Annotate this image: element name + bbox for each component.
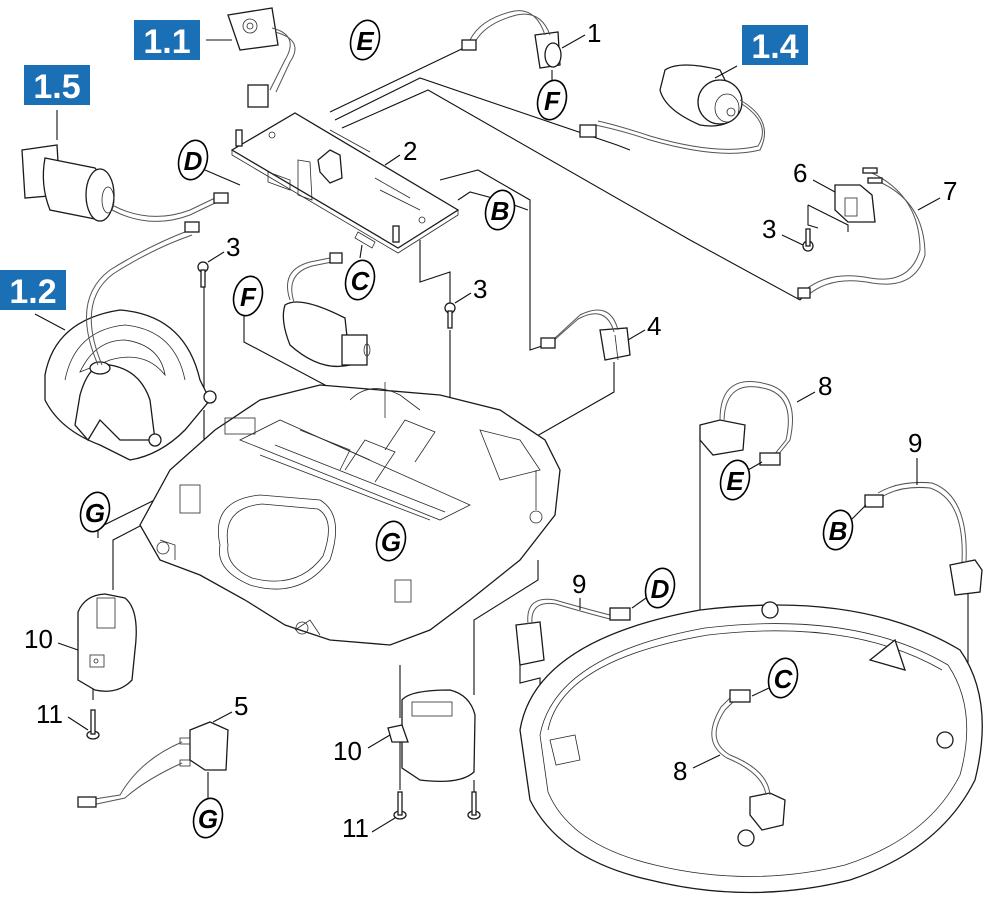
svg-text:F: F (240, 282, 257, 312)
label-8a: 8 (796, 371, 832, 403)
connector-c-top: C (344, 244, 376, 301)
label-2: 2 (384, 136, 417, 166)
svg-text:3: 3 (473, 274, 487, 304)
connector-f-center: F (232, 275, 264, 317)
svg-text:1.5: 1.5 (33, 68, 80, 106)
svg-text:11: 11 (342, 813, 369, 843)
connector-g-center: G (375, 520, 407, 562)
svg-text:10: 10 (333, 736, 362, 766)
svg-text:10: 10 (24, 624, 53, 654)
connector-b-top: B (484, 189, 516, 231)
sensor-4 (540, 309, 631, 361)
label-3c: 3 (762, 214, 804, 246)
drive-motor (579, 64, 765, 154)
svg-text:F: F (544, 86, 561, 116)
svg-text:9: 9 (908, 428, 922, 458)
fan-housing (44, 221, 217, 461)
motor-1-5 (21, 144, 229, 222)
label-3a: 3 (207, 232, 240, 263)
part-number-labels: 1 2 3 3 3 4 5 6 7 8 8 9 9 10 10 11 11 (24, 18, 957, 843)
label-4: 4 (627, 311, 661, 341)
svg-text:8: 8 (673, 756, 687, 786)
label-5: 5 (212, 691, 248, 723)
label-7: 7 (917, 176, 957, 211)
svg-text:3: 3 (226, 232, 240, 262)
chassis-base (139, 382, 561, 646)
screw-3b (444, 302, 456, 329)
svg-text:B: B (829, 516, 848, 546)
svg-text:G: G (198, 804, 218, 834)
battery-10-left (77, 593, 137, 692)
svg-text:C: C (774, 664, 794, 694)
connector-b-right: B (822, 504, 867, 551)
connector-g-bottom: G (192, 797, 224, 839)
label-10b: 10 (333, 734, 391, 766)
svg-text:9: 9 (572, 569, 586, 599)
label-11a: 11 (36, 699, 89, 731)
svg-text:C: C (351, 266, 371, 296)
badge-1-5: 1.5 (24, 65, 90, 140)
svg-text:4: 4 (647, 311, 661, 341)
connector-d-top: D (177, 139, 241, 186)
holder-6 (834, 184, 876, 223)
badge-1-2: 1.2 (0, 270, 66, 331)
screw-11a (86, 709, 100, 740)
svg-text:2: 2 (403, 136, 417, 166)
svg-text:7: 7 (943, 176, 957, 206)
bumper-sensor-8-lower (711, 689, 786, 831)
svg-text:8: 8 (818, 371, 832, 401)
screw-11c (467, 791, 481, 820)
connector-f-top: F (536, 70, 568, 121)
sensor-1 (461, 10, 562, 69)
svg-text:1.2: 1.2 (9, 273, 56, 311)
svg-text:6: 6 (793, 158, 807, 188)
label-3b: 3 (454, 274, 487, 304)
label-8b: 8 (673, 754, 721, 786)
svg-text:E: E (356, 26, 374, 56)
label-1: 1 (561, 18, 601, 49)
connector-callouts: E F D B C F G G (79, 19, 867, 839)
micro-switch-5 (77, 721, 229, 808)
label-11b: 11 (342, 813, 396, 843)
bumper-sensor-8-upper (699, 381, 793, 466)
badge-1-4: 1.4 (714, 25, 808, 79)
screw-11b (393, 791, 407, 820)
svg-text:G: G (381, 527, 401, 557)
battery-10-center (387, 689, 476, 783)
svg-text:5: 5 (234, 691, 248, 721)
svg-text:1: 1 (587, 18, 601, 48)
svg-text:3: 3 (762, 214, 776, 244)
bumper-ring (519, 601, 983, 894)
connector-e-top: E (349, 19, 381, 61)
svg-text:1.4: 1.4 (751, 28, 798, 66)
cliff-sensor-9-center (515, 598, 631, 666)
connector-c-right: C (751, 657, 799, 699)
label-6: 6 (793, 158, 836, 193)
badge-1-1: 1.1 (134, 20, 232, 61)
screw-3c (802, 228, 814, 252)
display-module (227, 7, 296, 108)
connector-e-right: E (719, 459, 763, 501)
circuit-board (230, 112, 460, 254)
label-9b: 9 (572, 569, 586, 610)
connector-g-left: G (79, 491, 111, 533)
cliff-sensor-9-right (864, 482, 983, 596)
label-9a: 9 (908, 428, 922, 485)
svg-text:G: G (85, 498, 105, 528)
cable-7 (797, 167, 926, 299)
svg-text:D: D (184, 146, 203, 176)
svg-text:D: D (651, 574, 670, 604)
screw-3a (197, 261, 209, 288)
svg-text:1.1: 1.1 (143, 23, 190, 61)
connector-d-right: D (631, 567, 676, 609)
svg-text:B: B (491, 196, 510, 226)
center-motor (282, 252, 371, 368)
svg-text:E: E (726, 466, 744, 496)
svg-text:11: 11 (36, 699, 63, 729)
label-10a: 10 (24, 624, 79, 654)
